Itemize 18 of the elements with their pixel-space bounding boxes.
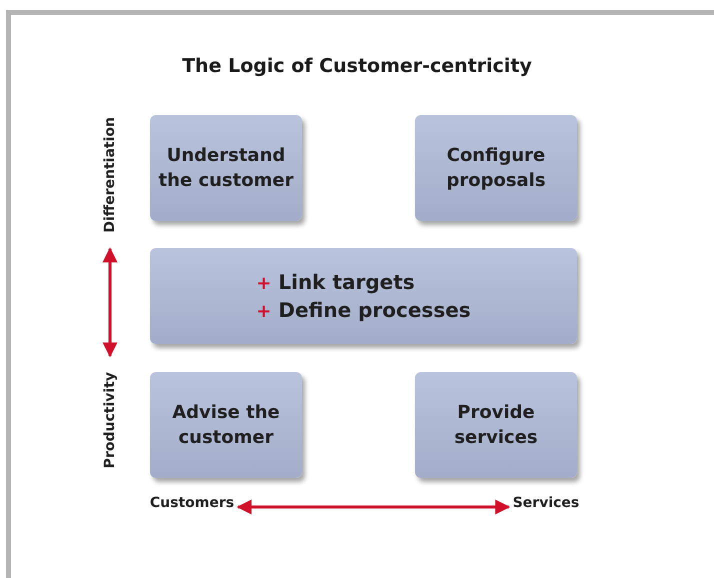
box-label: Understand the customer (158, 144, 294, 193)
double-arrow (236, 500, 510, 514)
axis-label: Services (512, 495, 580, 511)
rounded-box (150, 115, 302, 221)
axis-label: Differentiation (102, 117, 118, 233)
box-label: Provide services (453, 401, 539, 450)
rounded-box (150, 248, 577, 344)
bullet-item: + Define processes (256, 297, 471, 324)
rounded-box (150, 372, 302, 478)
rounded-box (415, 115, 577, 221)
axis-label: Productivity (102, 372, 118, 468)
bullet-item: + Link targets (256, 269, 416, 296)
diagram-title: The Logic of Customer-centricity (181, 55, 533, 77)
box-label: Advise the customer (171, 401, 281, 450)
double-arrow (102, 247, 118, 358)
box-label: Configure proposals (445, 144, 547, 193)
rounded-box (415, 372, 577, 478)
axis-label: Customers (150, 495, 234, 511)
